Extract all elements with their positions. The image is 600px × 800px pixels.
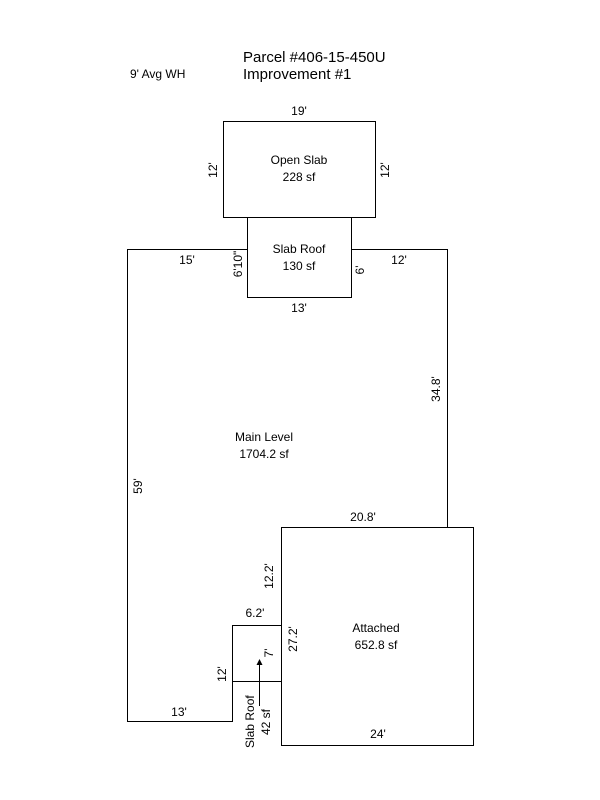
slab-roof-small-name: Slab Roof [243,695,257,748]
improvement-title: Improvement #1 [243,66,351,83]
dim-main-left: 59' [131,478,145,494]
main-level-outline-right [351,249,448,528]
attached-area: 652.8 sf [355,638,398,652]
parcel-title: Parcel #406-15-450U [243,49,386,66]
dim-slab-roof-left: 6'10" [231,251,245,278]
slab-roof-small-outline [232,625,282,682]
dim-main-top-right: 12' [391,253,407,267]
dim-attached-left: 27.2' [286,626,300,652]
main-level-outline [127,249,248,722]
slab-roof-small-area: 42 sf [259,708,273,735]
wall-height-label: 9' Avg WH [130,67,185,81]
dim-main-right: 34.8' [429,376,443,402]
dim-attached-top: 20.8' [350,510,376,524]
arrow-head [256,659,263,665]
slab-roof-top-area: 130 sf [283,259,316,273]
open-slab-area: 228 sf [283,170,316,184]
dim-main-bottom: 13' [171,705,187,719]
dim-open-slab-left: 12' [206,162,220,178]
slab-roof-top-name: Slab Roof [273,242,326,256]
dim-attached-bottom: 24' [370,727,386,741]
main-level-area: 1704.2 sf [239,447,289,461]
dim-small-left: 12' [215,666,229,682]
open-slab-name: Open Slab [271,153,328,167]
main-level-name: Main Level [235,430,293,444]
dim-slab-roof-right: 6' [353,266,367,275]
dim-small-inner: 7' [262,649,276,658]
dim-small-top: 6.2' [246,606,265,620]
attached-name: Attached [352,621,399,635]
attached-outline [281,527,474,746]
dim-main-top-left: 15' [179,253,195,267]
dim-slab-roof-bottom: 13' [291,301,307,315]
dim-open-slab-right: 12' [378,162,392,178]
dim-open-slab-top: 19' [291,104,307,118]
slab-roof-top-outline [247,217,352,298]
dim-attached-upper-left: 12.2' [262,563,276,589]
